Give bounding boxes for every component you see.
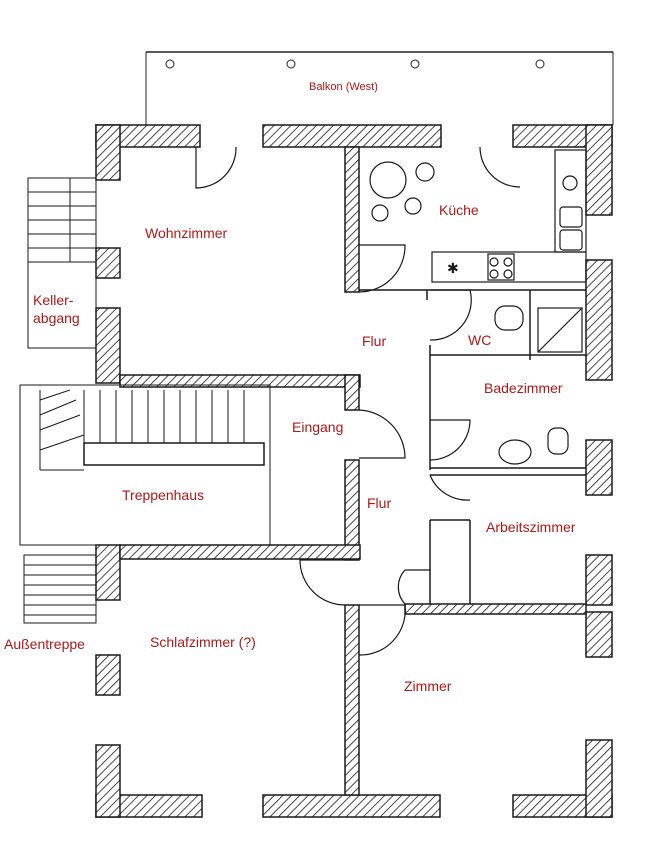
room-labels: Balkon (West) Wohnzimmer Küche Keller- a…: [4, 81, 576, 694]
label-balkon: Balkon (West): [309, 81, 378, 93]
label-flur-lower: Flur: [367, 495, 391, 511]
label-arbeitszimmer: Arbeitszimmer: [486, 519, 576, 535]
label-aussentreppe: Außentreppe: [4, 636, 85, 652]
partitions: [359, 289, 586, 604]
label-kueche: Küche: [439, 202, 479, 218]
interior-walls: [119, 146, 587, 796]
svg-text:✱: ✱: [447, 261, 459, 277]
label-badezimmer: Badezimmer: [484, 380, 563, 396]
label-wc: WC: [468, 332, 491, 348]
kitchen-fixtures: ✱: [369, 149, 587, 283]
label-eingang: Eingang: [292, 419, 343, 435]
doors: [195, 146, 521, 656]
label-zimmer: Zimmer: [404, 678, 452, 694]
balcony: [145, 51, 614, 125]
label-schlafzimmer: Schlafzimmer (?): [150, 634, 256, 650]
outside-stairs: [23, 554, 97, 624]
cellar-stairs: [27, 177, 97, 349]
staircase: [19, 384, 271, 546]
label-keller-2: abgang: [33, 310, 80, 326]
label-wohnzimmer: Wohnzimmer: [145, 225, 228, 241]
bathroom-fixtures: [494, 305, 583, 465]
label-treppenhaus: Treppenhaus: [122, 487, 204, 503]
exterior-walls: [95, 124, 613, 818]
label-keller-1: Keller-: [33, 292, 74, 308]
label-flur-upper: Flur: [362, 333, 386, 349]
